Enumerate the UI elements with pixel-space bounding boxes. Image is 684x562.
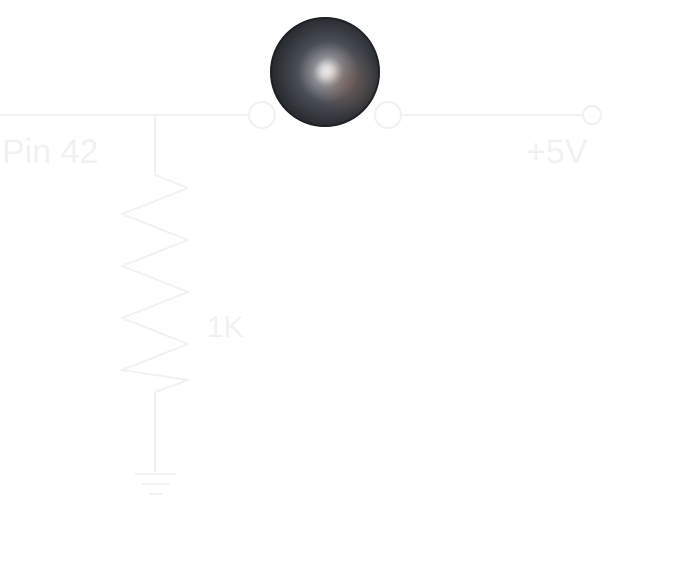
switch-contact-left-icon (248, 101, 276, 129)
wire-to-resistor (154, 115, 189, 189)
terminal-icon (582, 105, 602, 125)
resistor-label: 1K (207, 311, 244, 344)
pin-label: Pin 42 (2, 133, 98, 171)
supply-label: +5V (526, 133, 588, 171)
steel-ball-icon (270, 17, 380, 127)
resistor-icon (118, 187, 191, 393)
switch-contact-right-icon (374, 101, 402, 129)
ground-icon (135, 473, 176, 495)
